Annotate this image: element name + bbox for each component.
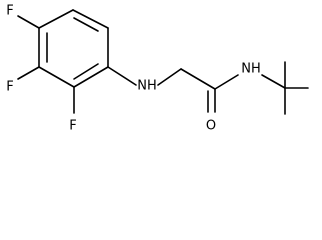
ring-bond-4	[73, 66, 109, 88]
ring-bond-1	[38, 9, 74, 29]
fluorine-top-label: F	[6, 4, 13, 19]
methylene-to-carbonyl-bond	[180, 68, 216, 90]
aryl-to-amine-bond	[107, 66, 137, 86]
amine-to-methylene-bond	[157, 68, 182, 86]
amide-nh-label: NH	[241, 62, 261, 77]
benzene-ring	[38, 9, 109, 88]
fluorine-bottom-label: F	[69, 119, 76, 134]
fluorine-bond-middle	[17, 66, 40, 80]
carbonyl-oxygen-label: O	[206, 119, 216, 134]
ring-double-bond-top	[73, 17, 99, 32]
structure-canvas: F F F NH O NH	[6, 3, 309, 134]
amine-nh-label: NH	[137, 79, 157, 94]
chemical-structure-diagram: F F F NH O NH	[6, 4, 309, 134]
amide-to-tert-carbon-bond	[261, 74, 286, 89]
fluorine-middle-label: F	[6, 80, 13, 95]
ring-bond-2	[72, 9, 109, 29]
ring-double-bond-bottom	[73, 63, 99, 80]
ring-bond-5	[38, 66, 75, 88]
fluorine-bond-top	[17, 15, 40, 29]
carbonyl-to-amide-bond	[214, 74, 239, 90]
